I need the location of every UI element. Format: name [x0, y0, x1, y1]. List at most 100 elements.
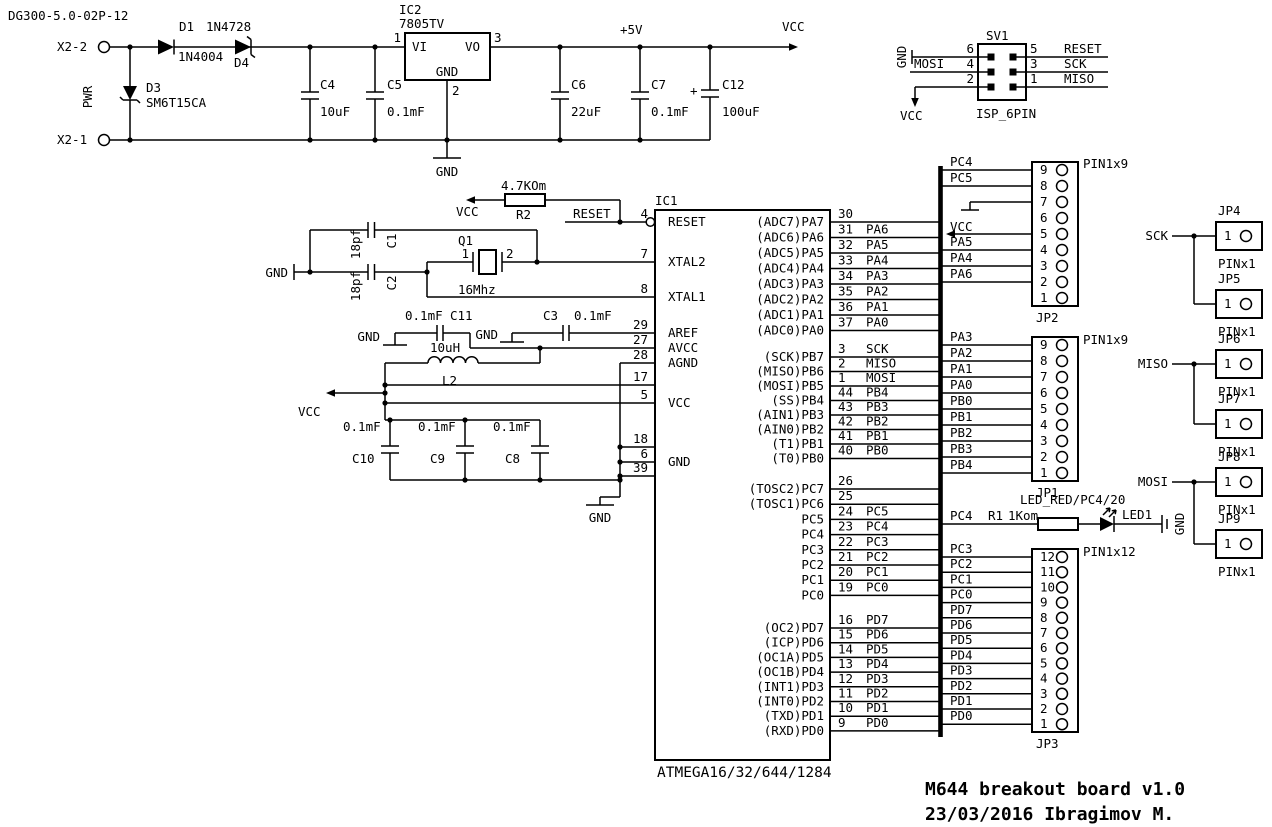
jp8-pin-circle	[1239, 475, 1253, 489]
jp2-rows-net-6: PA4	[950, 250, 973, 265]
jp1-type: PIN1x9	[1083, 332, 1128, 347]
isp-mosi-label: MOSI	[914, 56, 944, 71]
jp1-rows-net-8: PB4	[950, 457, 973, 472]
ic1-region: IC1 ATMEGA16/32/644/1284 RESET XTAL2 XTA…	[633, 193, 941, 781]
c2-value: 18pf	[348, 271, 363, 301]
isp-ref: SV1	[986, 28, 1009, 43]
ic1-portd-net-2: PD5	[866, 641, 889, 656]
jp3-header: PIN1x12 JP3 12PC311PC210PC19PC08PD77PD66…	[941, 541, 1136, 751]
jp3-type: PIN1x12	[1083, 544, 1136, 559]
jp7-pinnum: 1	[1224, 416, 1232, 431]
jp1-rows-net-7: PB3	[950, 441, 973, 456]
isp-pinnum-6: 6	[966, 41, 974, 56]
isp-body	[977, 43, 1027, 101]
c5-ref: C5	[387, 77, 402, 92]
r2-ref: R2	[516, 207, 531, 222]
jp1-rows-pin-3: 6	[1040, 385, 1048, 400]
jp1-ref: JP1	[1036, 485, 1059, 500]
isp-vcc-label: VCC	[900, 108, 923, 123]
ic1-portd-num-4: 12	[838, 671, 853, 686]
ic1-portd-net-4: PD3	[866, 671, 889, 686]
decap-vcc-label: VCC	[298, 404, 321, 419]
ic1-body	[654, 209, 831, 761]
ic1-pinnum-28: 28	[633, 347, 648, 362]
ic1-pinnum-39: 39	[633, 460, 648, 475]
ic2-pin-vo: VO	[465, 39, 480, 54]
terminal-x2-1	[97, 133, 111, 147]
ic1-portc-num-2: 24	[838, 503, 853, 518]
junction-dots	[127, 44, 1197, 485]
ic1-porta-num-1: 31	[838, 222, 853, 237]
rail-5v-label: +5V	[620, 22, 643, 37]
jp3-rows-net-2: PC1	[950, 571, 973, 586]
r1-ref: R1	[988, 508, 1003, 523]
pin-circle	[1055, 611, 1069, 625]
ic1-portb: 3(SCK)PB7SCK2(MISO)PB6MISO1(MOSI)PB5MOSI…	[756, 341, 941, 466]
c9-ref: C9	[430, 451, 445, 466]
ic1-portc-net-5: PC2	[866, 549, 889, 564]
jp3-rows-pin-5: 7	[1040, 625, 1048, 640]
jp2-vcc-arrow	[946, 230, 955, 238]
jp7-body	[1215, 409, 1263, 439]
isp-pinnum-4: 4	[966, 56, 974, 71]
c12-ref: C12	[722, 77, 745, 92]
board-title: M644 breakout board v1.0	[925, 779, 1185, 800]
pin-circle	[1055, 626, 1069, 640]
ic1-porta-net-5: PA2	[866, 284, 889, 299]
pin-circle	[1055, 657, 1069, 670]
jp1-rows-pin-2: 7	[1040, 369, 1048, 384]
ic1-porta-name-5: (ADC2)PA2	[756, 292, 824, 307]
ic1-portd-net-1: PD6	[866, 627, 889, 642]
ic1-porta-name-4: (ADC3)PA3	[756, 276, 824, 291]
ic1-portd-name-1: (ICP)PD6	[764, 635, 824, 650]
pin-circle	[1055, 179, 1069, 193]
jp3-rows-net-7: PD4	[950, 647, 973, 662]
pin-circle	[1055, 418, 1069, 432]
ic1-portd-name-0: (OC2)PD7	[764, 620, 824, 635]
ic1-porta-name-1: (ADC6)PA6	[756, 230, 824, 245]
ic1-portb-num-5: 42	[838, 414, 853, 429]
ic1-porta-name-6: (ADC1)PA1	[756, 307, 824, 322]
c11-ref: C11	[450, 308, 473, 323]
ic1-portb-name-2: (MOSI)PB5	[756, 378, 824, 393]
jp3-rows-pin-9: 3	[1040, 686, 1048, 701]
c3-ref: C3	[543, 308, 558, 323]
q1-body	[478, 249, 497, 275]
jp6-type: PINx1	[1218, 384, 1256, 399]
jp5-body	[1215, 289, 1263, 319]
jp8-pinnum: 1	[1224, 474, 1232, 489]
jp4-pinnum: 1	[1224, 228, 1232, 243]
c8-value: 0.1mF	[493, 419, 531, 434]
vcc-arrow-label: VCC	[782, 19, 805, 34]
jp9-ref: JP9	[1218, 511, 1241, 526]
jp9-pin-circle	[1239, 537, 1253, 551]
jp2-rows-pin-7: 2	[1040, 274, 1048, 289]
pin-circle	[1055, 717, 1069, 731]
ic1-pinnum-18: 18	[633, 431, 648, 446]
jp7-type: PINx1	[1218, 444, 1256, 459]
x2-2-label: X2-2	[57, 39, 87, 54]
ic1-portc-num-6: 20	[838, 564, 853, 579]
ic2-pinnum-2: 2	[452, 83, 460, 98]
ic1-portb-num-1: 2	[838, 356, 846, 371]
pin-circle	[1055, 672, 1069, 685]
pin-circle	[1055, 550, 1069, 564]
pin-circle	[1055, 565, 1069, 579]
c7-ref: C7	[651, 77, 666, 92]
ic1-ref: IC1	[655, 193, 678, 208]
ic1-portc-name-7: PC0	[801, 587, 824, 602]
ic1-pin-vcc: VCC	[668, 395, 691, 410]
ic1-porta-name-0: (ADC7)PA7	[756, 214, 824, 229]
jp2-body	[1031, 161, 1079, 307]
ic1-porta-num-5: 35	[838, 284, 853, 299]
ic1-portc-num-7: 19	[838, 579, 853, 594]
r2-value: 4.7KOm	[501, 178, 546, 193]
ic1-portd-num-6: 10	[838, 700, 853, 715]
ic1-portb-net-3: PB4	[866, 385, 889, 400]
ic1-portd-name-4: (INT1)PD3	[756, 679, 824, 694]
pin-circle	[1055, 370, 1069, 384]
isp-pad-5	[1009, 53, 1017, 61]
decap-region: VCC 0.1mF 0.1mF 0.1mF C10 C9 C8 GND	[298, 362, 655, 525]
c4-ref: C4	[320, 77, 335, 92]
